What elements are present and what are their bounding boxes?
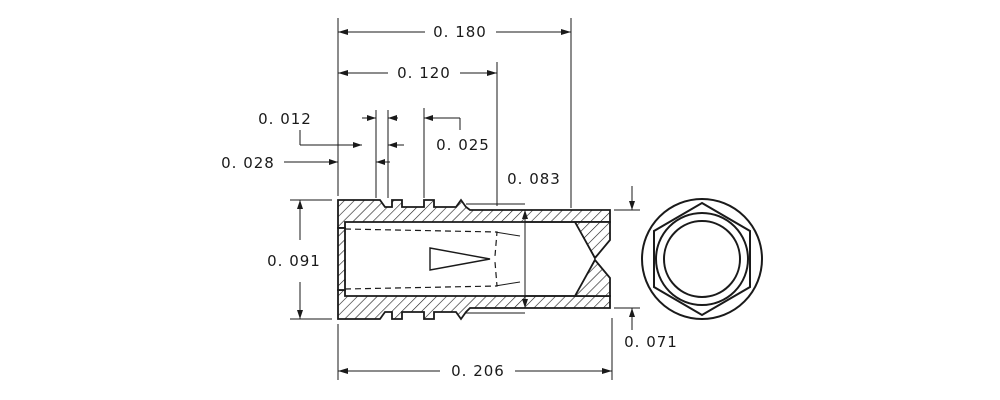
dim-inner-top-label: 0. 120 <box>397 64 451 82</box>
dim-overall-length: 0. 206 <box>338 362 612 380</box>
end-view-outer-circle <box>641 198 763 320</box>
dim-left-collar-label: 0. 028 <box>221 154 275 172</box>
end-view-hexagon <box>653 201 751 317</box>
dim-overall-length-label: 0. 206 <box>451 362 505 380</box>
left-end-wall <box>337 227 346 291</box>
top-wall-section <box>337 198 611 229</box>
dim-left-collar: 0. 028 <box>221 154 390 172</box>
bottom-wall-section <box>337 289 611 321</box>
dim-groove-small: 0. 012 <box>258 110 404 148</box>
dim-end-diameter-label: 0. 071 <box>624 333 678 351</box>
dim-overall-top: 0. 180 <box>338 23 571 41</box>
side-section-view <box>337 198 611 321</box>
right-entry-chamfer-bottom <box>573 258 611 297</box>
dim-body-diameter: 0. 091 <box>267 200 321 319</box>
dim-body-diameter-label: 0. 091 <box>267 252 321 270</box>
dim-bore-diameter-label: 0. 083 <box>507 170 561 188</box>
inner-contact-spring <box>344 228 521 290</box>
end-view-ring-outer <box>655 212 749 306</box>
dim-inner-top: 0. 120 <box>338 64 497 82</box>
dim-groove-gap: 0. 025 <box>424 115 490 154</box>
dim-groove-small-label: 0. 012 <box>258 110 312 128</box>
end-view-ring-inner <box>663 220 741 298</box>
right-entry-chamfer-top <box>573 221 611 260</box>
end-view <box>641 198 763 320</box>
dim-overall-top-label: 0. 180 <box>433 23 487 41</box>
dim-end-diameter: 0. 071 <box>624 186 678 351</box>
dim-groove-gap-label: 0. 025 <box>436 136 490 154</box>
extension-lines <box>290 18 640 380</box>
